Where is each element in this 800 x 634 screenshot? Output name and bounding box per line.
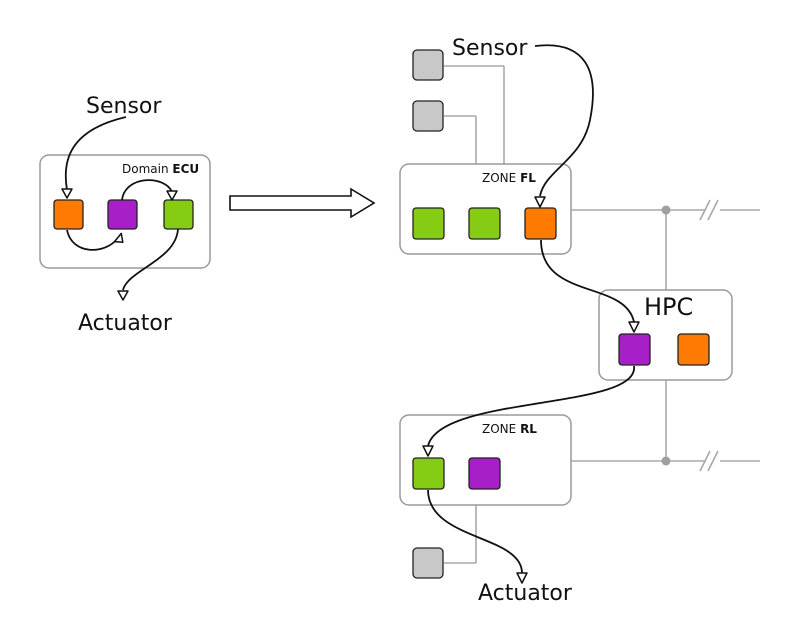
arrow-head-icon: [534, 196, 546, 208]
zone-rl-purple-chip: [468, 457, 501, 490]
arrow-head-icon: [166, 190, 178, 201]
zone-fl-green-chip: [468, 207, 501, 240]
zone-rl-label: ZONE RL: [482, 422, 537, 436]
left-actuator-label: Actuator: [78, 311, 173, 336]
zone-fl-to-hpc-signal: [540, 239, 635, 323]
arrow-head-icon: [516, 572, 528, 584]
arrow-head-icon: [61, 188, 73, 199]
wire-break-mark: [699, 450, 711, 472]
arrow-head-icon: [628, 321, 640, 333]
peripheral-sensor-node: [412, 49, 444, 81]
peripheral-sensor-node: [412, 100, 444, 132]
wire-break-mark: [707, 450, 719, 472]
junction-dot: [661, 456, 671, 466]
domain-ecu-label: Domain ECU: [122, 162, 199, 176]
zone-fl-green-chip: [412, 207, 445, 240]
hpc-orange-chip: [677, 333, 710, 366]
peripheral-actuator-node: [412, 547, 444, 579]
ecu-orange-chip: [53, 199, 84, 230]
arrow-head-icon: [117, 290, 129, 301]
right-sensor-label: Sensor: [452, 36, 528, 61]
sensor-to-zone-fl-signal: [534, 44, 594, 197]
left-sensor-signal: [64, 116, 127, 191]
ecu-purple-chip: [107, 199, 138, 230]
left-purple-to-green-signal: [121, 179, 173, 201]
arrow-head-icon: [113, 232, 124, 243]
arrow-head-icon: [422, 445, 434, 457]
zone-rl-green-chip: [412, 457, 445, 490]
wire-break-mark: [699, 199, 711, 221]
junction-dot: [661, 205, 671, 215]
wire-break-mark: [707, 199, 719, 221]
hpc-label: HPC: [644, 293, 693, 321]
left-orange-to-purple-signal: [66, 229, 119, 251]
hpc-purple-chip: [618, 333, 651, 366]
zone-fl-label: ZONE FL: [482, 171, 536, 185]
ecu-green-chip: [163, 199, 194, 230]
right-actuator-label: Actuator: [478, 581, 573, 606]
left-sensor-label: Sensor: [86, 94, 162, 119]
zone-fl-orange-chip: [524, 207, 557, 240]
left-green-to-actuator-signal: [122, 228, 179, 291]
transition-arrow-icon: [229, 187, 376, 219]
hpc-to-zone-rl-signal: [427, 365, 635, 447]
zone-rl-to-actuator-signal: [427, 489, 523, 574]
